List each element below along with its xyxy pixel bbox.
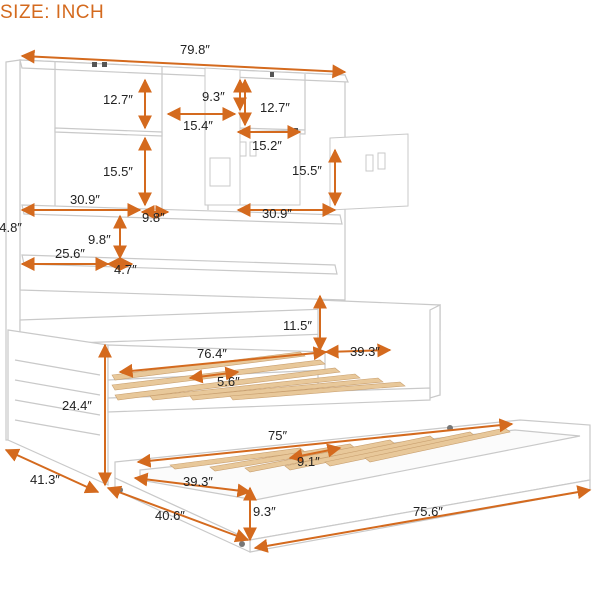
dim-bed-height: 24.4″ — [62, 398, 92, 413]
dim-shelf-gap: 9.8″ — [142, 210, 165, 225]
dim-trundle-depth: 40.6″ — [155, 508, 185, 523]
dim-bed-width: 39.3″ — [350, 344, 380, 359]
dim-overall-width: 79.8″ — [180, 42, 210, 57]
dim-trundle-slat-gap: 9.1″ — [297, 454, 320, 469]
dim-slat-gap: 5.6″ — [217, 374, 240, 389]
dim-overall-height-partial: 74.8″ — [0, 220, 22, 235]
dim-cabinet-height-left: 15.5″ — [103, 164, 133, 179]
dim-shelf-width-right: 30.9″ — [262, 206, 292, 221]
dim-trundle-outer-length: 75.6″ — [413, 504, 443, 519]
dim-top-shelf-height-right: 12.7″ — [260, 100, 290, 115]
dim-lower-shelf-width: 25.6″ — [55, 246, 85, 261]
dim-lower-shelf-height: 9.8″ — [88, 232, 111, 247]
dim-lower-shelf-depth: 4.7″ — [114, 262, 137, 277]
dim-trundle-height: 9.3″ — [253, 504, 276, 519]
size-unit-title: SIZE: INCH — [0, 2, 105, 23]
dim-arm-height: 11.5″ — [283, 318, 312, 333]
dim-shelf-width-left: 30.9″ — [70, 192, 100, 207]
dim-trundle-length: 75″ — [268, 428, 287, 443]
dimension-lines — [4, 49, 592, 553]
dim-cabinet-height-right: 15.5″ — [292, 163, 322, 178]
dim-top-shelf-height-left: 12.7″ — [103, 92, 133, 107]
dim-center-shelf-width: 15.4″ — [183, 118, 213, 133]
dim-top-center-height: 9.3″ — [202, 89, 225, 104]
cabinet-door-right[interactable] — [329, 133, 409, 211]
dim-trundle-width: 39.3″ — [183, 474, 213, 489]
dim-bed-length: 76.4″ — [197, 346, 227, 361]
dim-door-width: 15.2″ — [252, 138, 282, 153]
dim-bed-depth: 41.3″ — [30, 472, 60, 487]
